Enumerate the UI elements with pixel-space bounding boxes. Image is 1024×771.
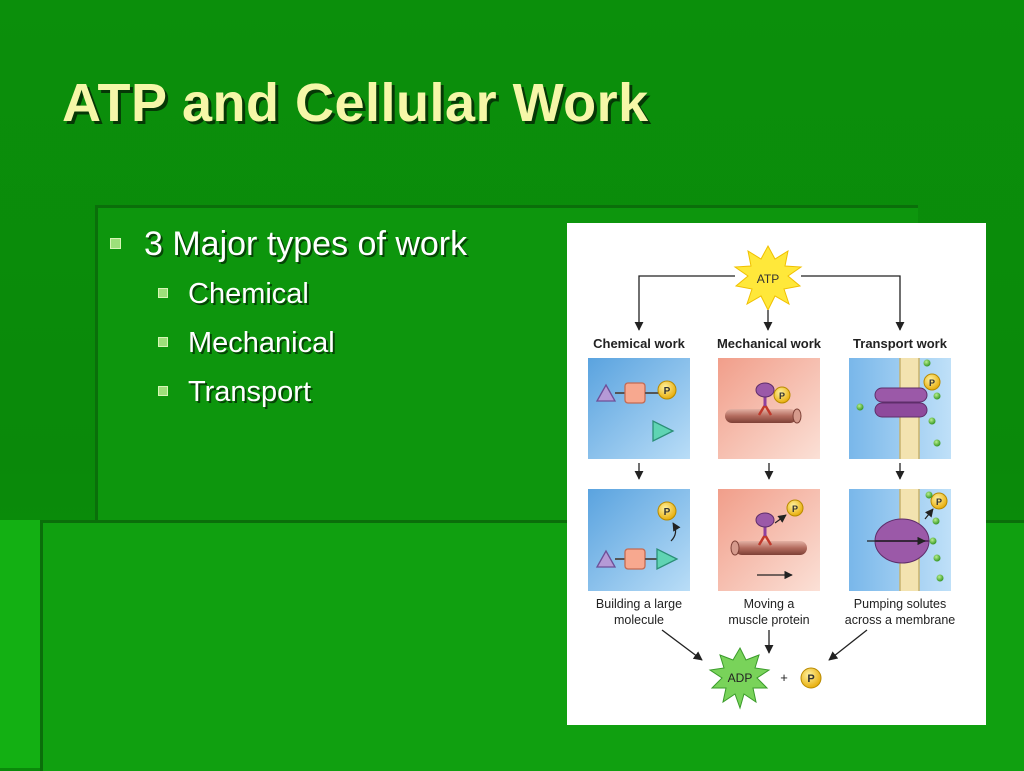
svg-text:P: P [929, 378, 935, 388]
bullet-text: Mechanical [188, 327, 335, 359]
atp-cellular-work-figure: ATP Chemical work Mechanical work Transp… [567, 223, 986, 725]
bullet-square-icon [158, 288, 168, 298]
svg-text:P: P [792, 504, 798, 514]
phosphate-icon [773, 386, 791, 404]
solute-icon [923, 359, 931, 367]
transport-work-after-panel: P [849, 489, 951, 591]
bullet-item: 3 Major types of work [108, 222, 467, 272]
transport-protein-icon [874, 387, 928, 403]
transport-caption-line2: across a membrane [845, 613, 956, 627]
sub-bullet-item: Mechanical [108, 321, 467, 370]
solute-icon [856, 403, 864, 411]
chemical-caption-line1: Building a large [596, 597, 682, 611]
svg-text:P: P [664, 507, 671, 518]
phosphate-icon [657, 501, 677, 521]
background-strip-left [0, 520, 40, 768]
chemical-caption-line2: molecule [614, 613, 664, 627]
bullet-list: 3 Major types of work Chemical Mechanica… [108, 222, 467, 419]
myosin-head-icon [755, 512, 775, 528]
svg-text:P: P [664, 386, 671, 397]
phosphate-icon [930, 492, 948, 510]
atp-star-icon: ATP [733, 244, 803, 312]
bullet-square-icon [158, 386, 168, 396]
sub-bullet-item: Transport [108, 370, 467, 419]
myosin-head-icon [755, 382, 775, 398]
svg-text:P: P [936, 497, 942, 507]
play-molecule-icon [656, 547, 679, 571]
plus-sign: + [780, 670, 788, 685]
bullet-text: Transport [188, 376, 312, 408]
solute-icon [936, 574, 944, 582]
solute-icon [933, 392, 941, 400]
bullet-text: 3 Major types of work [144, 225, 468, 263]
svg-text:P: P [779, 391, 785, 401]
square-molecule-icon [624, 382, 646, 404]
mechanical-work-heading: Mechanical work [717, 336, 822, 351]
mechanical-work-before-panel: P [718, 358, 820, 459]
mechanical-work-after-panel: P [718, 489, 820, 591]
mechanical-caption-line2: muscle protein [728, 613, 809, 627]
muscle-filament-icon [725, 409, 797, 423]
chemical-work-after-panel: P [588, 489, 690, 591]
transport-caption-line1: Pumping solutes [854, 597, 946, 611]
sub-bullet-item: Chemical [108, 272, 467, 321]
phosphate-icon [786, 499, 804, 517]
bullet-square-icon [110, 238, 121, 249]
solute-icon [933, 439, 941, 447]
svg-text:P: P [807, 673, 814, 685]
bullet-text: Chemical [188, 278, 309, 310]
phosphate-icon: P [800, 667, 822, 689]
chemical-work-heading: Chemical work [593, 336, 686, 351]
slide-title: ATP and Cellular Work [62, 73, 649, 133]
solute-icon [925, 491, 933, 499]
phosphate-icon [923, 373, 941, 391]
play-molecule-icon [652, 419, 675, 443]
transport-work-before-panel: P [849, 358, 951, 459]
converging-arrows [661, 629, 868, 661]
solute-icon [928, 417, 936, 425]
mechanical-caption-line1: Moving a [744, 597, 795, 611]
triangle-molecule-icon [595, 383, 617, 402]
adp-star-icon: ADP [708, 646, 771, 710]
solute-icon [933, 554, 941, 562]
adp-label: ADP [728, 671, 753, 685]
square-molecule-icon [624, 548, 646, 570]
triangle-molecule-icon [595, 549, 617, 568]
chemical-work-before-panel: P [588, 358, 690, 459]
atp-distribution-arrows [634, 275, 905, 331]
transport-work-heading: Transport work [853, 336, 948, 351]
step-arrows [634, 463, 905, 480]
phosphate-icon [657, 380, 677, 400]
solute-icon [929, 537, 937, 545]
bullet-square-icon [158, 337, 168, 347]
atp-label: ATP [757, 272, 779, 286]
solute-icon [932, 517, 940, 525]
muscle-filament-icon [735, 541, 807, 555]
